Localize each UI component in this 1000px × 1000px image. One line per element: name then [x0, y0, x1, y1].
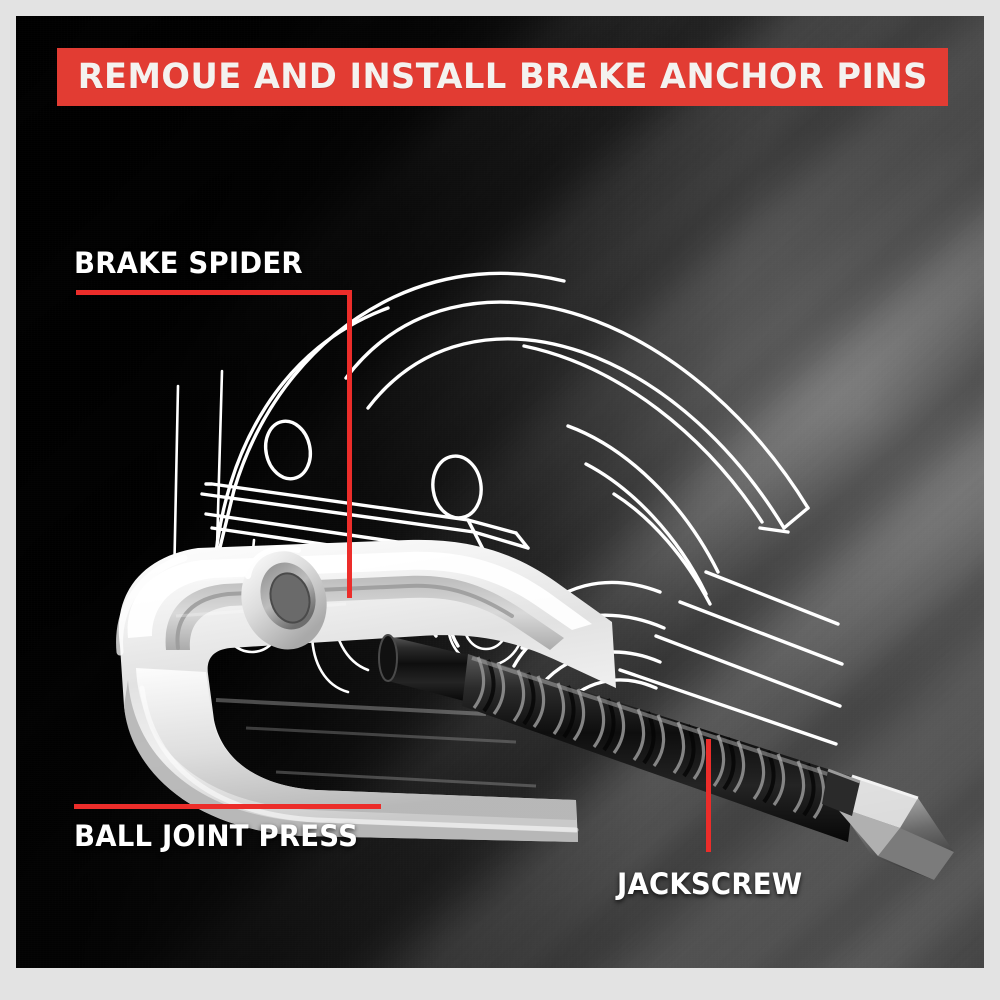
ball-joint-press-leader-rule — [74, 804, 381, 809]
jackscrew-leader-vertical — [706, 739, 711, 852]
title-banner: REMOUE AND INSTALL BRAKE ANCHOR PINS — [57, 48, 948, 106]
title-banner-text: REMOUE AND INSTALL BRAKE ANCHOR PINS — [77, 56, 928, 97]
photo-canvas: BRAKE SPIDER BALL JOINT PRESS JACKSCREW … — [16, 16, 984, 968]
callout-label-ball-joint-press: BALL JOINT PRESS — [74, 819, 359, 853]
callout-label-jackscrew: JACKSCREW — [617, 867, 803, 901]
brake-spider-leader-horizontal — [76, 290, 352, 295]
callout-label-brake-spider: BRAKE SPIDER — [74, 246, 303, 280]
brake-spider-leader-vertical — [347, 290, 352, 598]
